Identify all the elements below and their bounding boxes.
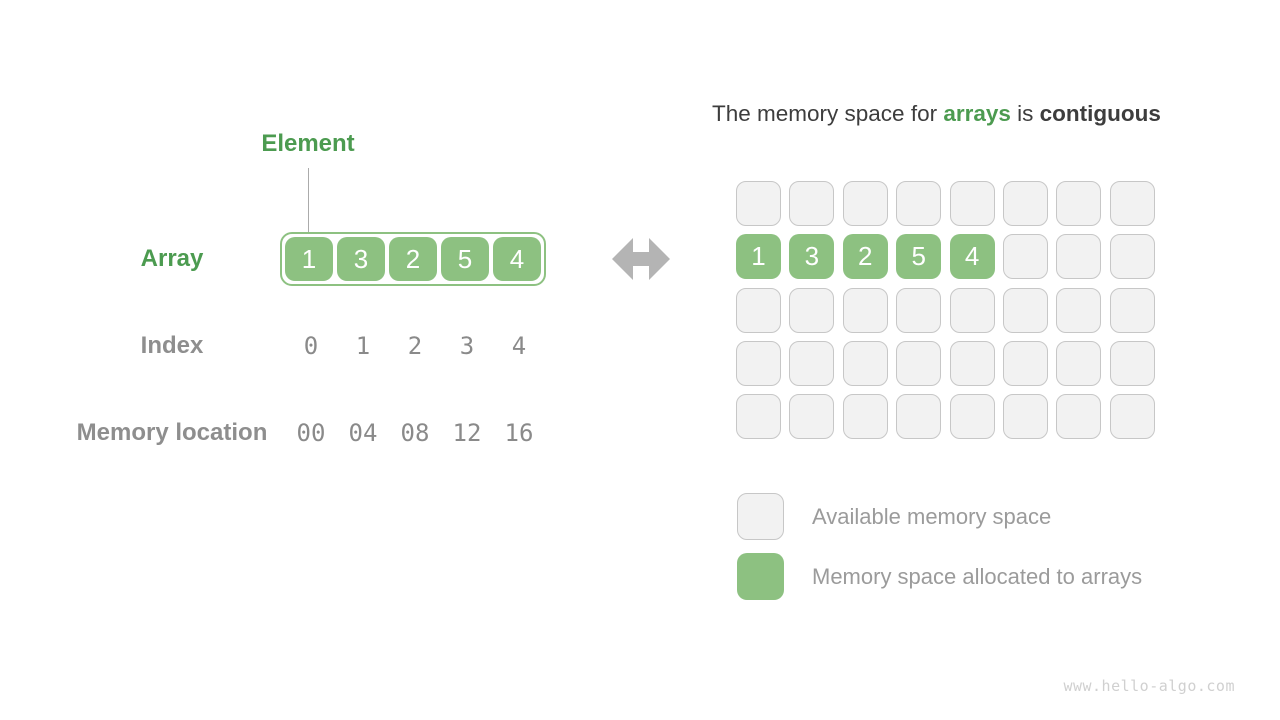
array-cell: 4 [493,237,541,281]
memory-cell-allocated: 3 [789,234,835,280]
memory-cell-available [949,394,995,440]
memory-cell-available [896,287,942,333]
memory-cell-allocated: 4 [949,234,995,280]
memory-cell-available [789,181,835,226]
memory-cell-available [1109,394,1155,440]
memory-cell-available [1109,340,1155,386]
memory-cell-available [949,340,995,386]
memory-cell-available [736,394,781,440]
memory-location-value: 08 [400,419,430,447]
memory-location-label: Memory location [76,419,268,446]
memory-cell-available [789,340,835,386]
memory-cell-available [949,181,995,226]
memory-title-arrays: arrays [943,101,1011,126]
memory-location-row: 00 04 08 12 16 [285,419,545,447]
memory-cell-available [736,340,781,386]
memory-cell-available [842,181,888,226]
memory-cell-available [1002,394,1048,440]
legend-item-available: Available memory space [737,493,1142,540]
memory-location-value: 04 [348,419,378,447]
array-label: Array [140,245,204,272]
memory-cell-available [1056,340,1102,386]
memory-cell-allocated: 5 [896,234,942,280]
memory-cell-available [896,181,942,226]
index-value: 3 [459,332,475,360]
legend-item-allocated: Memory space allocated to arrays [737,553,1142,600]
memory-cell-available [842,394,888,440]
memory-cell-available [842,287,888,333]
memory-title-contiguous: contiguous [1039,101,1161,126]
memory-location-value: 12 [452,419,482,447]
watermark: www.hello-algo.com [1063,677,1235,695]
memory-cell-available [1109,234,1155,280]
memory-cell-available [1056,234,1102,280]
memory-cell-available [949,287,995,333]
memory-cell-available [896,394,942,440]
memory-title-is: is [1010,101,1040,126]
array-cell: 2 [389,237,437,281]
memory-cell-available [1002,234,1048,280]
memory-cell-available [1056,287,1102,333]
index-value: 4 [511,332,527,360]
memory-cell-available [1002,340,1048,386]
array-cell: 3 [337,237,385,281]
allocated-memory-swatch-icon [737,553,784,600]
legend-label-allocated: Memory space allocated to arrays [812,563,1143,589]
memory-location-value: 16 [504,419,534,447]
memory-cell-available [896,340,942,386]
memory-location-value: 00 [296,419,326,447]
memory-cell-allocated: 1 [736,234,781,280]
index-value: 1 [355,332,371,360]
memory-cell-available [842,340,888,386]
element-pointer-line [308,168,309,232]
element-label: Element [261,130,355,157]
index-label: Index [140,332,204,359]
memory-cell-available [736,287,781,333]
legend-label-available: Available memory space [812,503,1052,529]
double-arrow-icon [612,238,670,280]
memory-cell-allocated: 2 [842,234,888,280]
index-value: 2 [407,332,423,360]
memory-cell-available [736,181,781,226]
legend: Available memory space Memory space allo… [737,493,1142,613]
index-row: 0 1 2 3 4 [285,332,545,360]
memory-cell-available [1109,181,1155,226]
memory-cell-available [789,394,835,440]
memory-cell-available [1002,287,1048,333]
memory-title-text: The memory space for [712,101,944,126]
array-cell: 5 [441,237,489,281]
memory-cell-available [1056,394,1102,440]
memory-cell-available [1109,287,1155,333]
index-value: 0 [303,332,319,360]
memory-cell-available [789,287,835,333]
memory-cell-available [1002,181,1048,226]
memory-title: The memory space for arrays is contiguou… [712,101,1161,127]
memory-cell-available [1056,181,1102,226]
available-memory-swatch-icon [737,493,784,540]
array-cell: 1 [285,237,333,281]
